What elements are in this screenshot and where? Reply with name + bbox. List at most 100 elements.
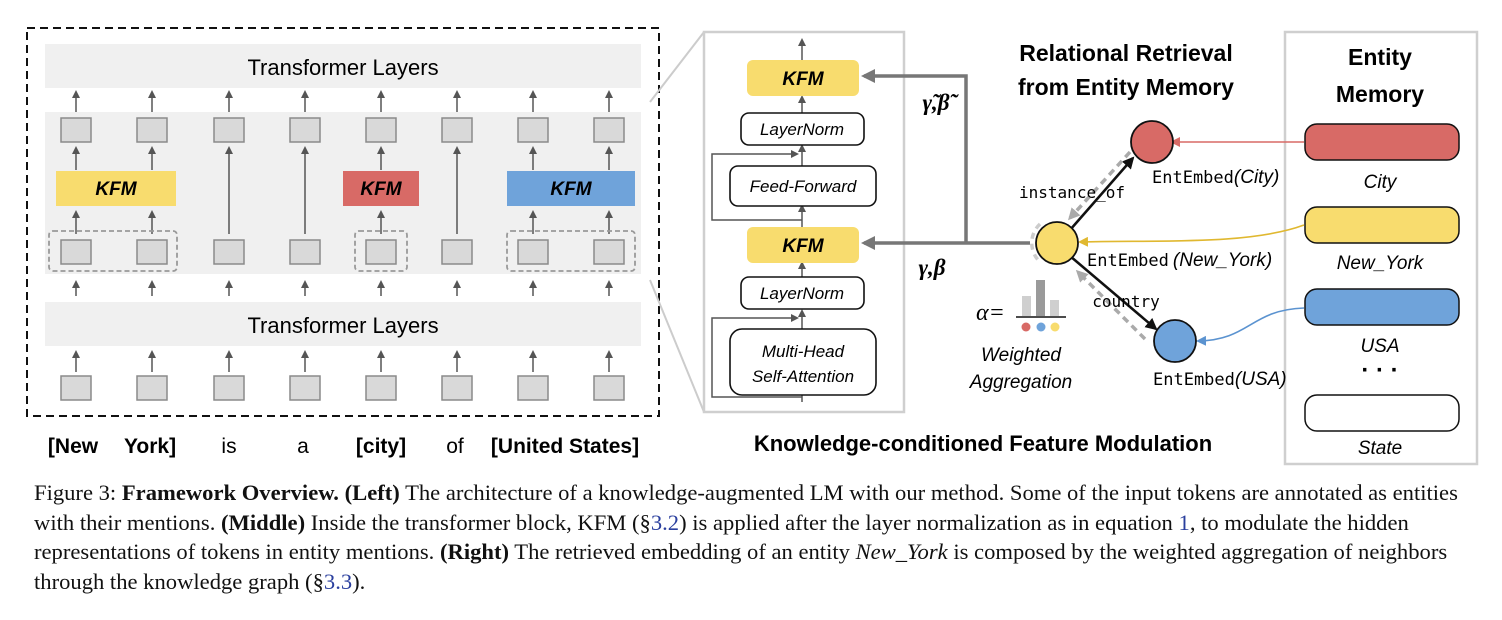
memory-ellipsis: · · · xyxy=(1361,357,1398,384)
token-columns xyxy=(60,90,625,401)
relation-country: country xyxy=(1092,292,1160,311)
token-is: is xyxy=(221,435,236,458)
output-token-box xyxy=(60,117,92,143)
input-token-box xyxy=(213,375,245,401)
memory-label-new-york: New_York xyxy=(1337,253,1425,274)
left-panel: Transformer Layers Transformer Layers KF… xyxy=(26,27,660,458)
gamma-beta-tilde-arrow xyxy=(861,69,968,243)
weight-dot-yellow xyxy=(1050,322,1060,332)
retrieve-usa-arrow xyxy=(1196,307,1305,346)
memory-slot-usa xyxy=(1304,288,1460,326)
edge-instance-of xyxy=(1069,156,1135,231)
memory-slot-state xyxy=(1304,394,1460,432)
entembed-new-york: EntEmbed(New_York) xyxy=(1087,250,1272,271)
hidden-token-box xyxy=(213,239,245,265)
entembed-city: EntEmbed(City) xyxy=(1152,167,1279,188)
input-token-box xyxy=(365,375,397,401)
hidden-token-box xyxy=(365,239,397,265)
memory-label-usa: USA xyxy=(1360,336,1399,357)
caption-seg3b: is composed by the weighted aggregation … xyxy=(34,539,1448,594)
input-token-box xyxy=(593,375,625,401)
token-united-states: [United States] xyxy=(491,435,639,458)
layernorm-bottom xyxy=(740,276,865,310)
weighted-line2: Aggregation xyxy=(969,372,1072,393)
figure-caption: Figure 3: Framework Overview. (Left) The… xyxy=(34,478,1484,596)
kfm-bar-new-york xyxy=(56,171,176,206)
kfm-block-top xyxy=(747,60,859,96)
edge-country-back xyxy=(1075,269,1147,341)
token-a: a xyxy=(297,435,309,458)
kfm-label-1: KFM xyxy=(95,179,137,200)
memory-slot-city xyxy=(1304,123,1460,161)
transformer-layers-top xyxy=(45,44,641,88)
input-token-box xyxy=(136,375,168,401)
output-token-box xyxy=(289,117,321,143)
layernorm-bottom-label: LayerNorm xyxy=(760,284,844,303)
alpha-label: α= xyxy=(976,300,1005,326)
transformer-block-frame xyxy=(702,30,906,414)
output-token-box xyxy=(517,117,549,143)
caption-ref-section-3-2[interactable]: 3.2 xyxy=(650,509,680,535)
caption-right-tag: (Right) xyxy=(440,539,510,564)
feed-forward-block xyxy=(729,165,877,207)
residual-ffn xyxy=(711,150,802,221)
caption-seg2b: ) is applied after the layer normalizati… xyxy=(679,509,1173,535)
kfm-label-2: KFM xyxy=(360,179,402,200)
weight-bar-2 xyxy=(1036,280,1045,316)
output-token-box xyxy=(441,117,473,143)
hidden-token-box xyxy=(441,239,473,265)
caption-ref-equation-1[interactable]: 1 xyxy=(1178,509,1190,535)
kfm-bar-city xyxy=(343,171,419,206)
memory-label-state: State xyxy=(1358,438,1402,459)
memory-label-city: City xyxy=(1364,172,1398,193)
token-city: [city] xyxy=(356,435,406,458)
gamma-beta-tilde-label: γ̃,β̃ xyxy=(922,90,959,115)
transformer-top-label: Transformer Layers xyxy=(247,55,438,80)
input-token-box xyxy=(289,375,321,401)
caption-bold-title: Framework Overview. xyxy=(121,480,339,505)
token-of: of xyxy=(446,435,464,458)
output-token-box xyxy=(213,117,245,143)
relation-instance-of: instance_of xyxy=(1019,183,1125,202)
zoom-line-top xyxy=(649,31,705,103)
token-new: [New xyxy=(48,435,99,458)
weight-bar-1 xyxy=(1022,296,1031,316)
zoom-line-bottom xyxy=(649,279,705,413)
transformer-bottom-label: Transformer Layers xyxy=(247,313,438,338)
transformer-layers-bottom xyxy=(45,302,641,346)
node-new-york xyxy=(1035,221,1079,265)
output-token-box xyxy=(365,117,397,143)
kfm-label-3: KFM xyxy=(550,179,592,200)
framework-figure: Transformer Layers Transformer Layers KF… xyxy=(26,27,1479,466)
memory-title-line1: Entity xyxy=(1348,44,1412,70)
hidden-token-box xyxy=(517,239,549,265)
hidden-token-box xyxy=(593,239,625,265)
output-token-box xyxy=(593,117,625,143)
self-loop xyxy=(1030,222,1042,264)
mention-group-new-york xyxy=(48,230,178,272)
caption-seg1: The architecture of a knowledge-augmente… xyxy=(34,480,1458,535)
mhsa-line2: Self-Attention xyxy=(752,367,854,386)
kfm-bar-united-states xyxy=(507,171,635,206)
residual-attention xyxy=(711,314,802,398)
input-token-box xyxy=(441,375,473,401)
hidden-token-box xyxy=(289,239,321,265)
middle-title: Knowledge-conditioned Feature Modulation xyxy=(754,431,1212,456)
retrieve-new-york-arrow xyxy=(1078,224,1305,247)
retrieval-title-line1: Relational Retrieval xyxy=(1019,40,1232,66)
kfm-block-bottom-label: KFM xyxy=(782,236,824,257)
weight-dot-red xyxy=(1021,322,1031,332)
node-usa xyxy=(1153,319,1197,363)
weight-dot-blue xyxy=(1036,322,1046,332)
gamma-beta-label: γ,β xyxy=(918,255,945,280)
caption-entity: New_York xyxy=(855,539,948,564)
left-dashed-border xyxy=(26,27,660,417)
hidden-token-box xyxy=(60,239,92,265)
weight-bar-3 xyxy=(1050,300,1059,316)
entity-memory-frame xyxy=(1283,30,1479,466)
memory-title-line2: Memory xyxy=(1336,81,1424,107)
weighted-line1: Weighted xyxy=(981,345,1062,366)
caption-ref-section-3-3[interactable]: 3.3 xyxy=(323,568,353,594)
layernorm-top xyxy=(740,112,865,146)
caption-seg3c: ). xyxy=(352,568,366,594)
